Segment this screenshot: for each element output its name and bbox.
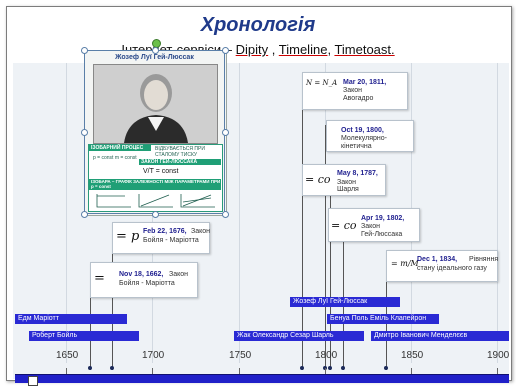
event-date: Mar 20, 1811, (343, 79, 387, 86)
lifespan-bar-boyle[interactable]: Роберт Бойль (29, 331, 139, 341)
axis-year-label: 1900 (487, 350, 510, 361)
event-desc: Закон (337, 179, 357, 186)
event-stem (302, 84, 303, 370)
service-link-timetoast[interactable]: Timetoast. (334, 42, 395, 57)
panel-graph-caption: ІЗОБАРА – ГРАФІК ЗАЛЕЖНОСТІ МІЖ ПАРАМЕТР… (89, 179, 221, 190)
event-marker[interactable] (384, 366, 388, 370)
portrait-name: Жозеф Луї Гей-Люссак (115, 54, 194, 61)
slide-title: Хронологія (200, 14, 316, 36)
portrait-image (93, 64, 218, 144)
event-formula: = co (305, 173, 331, 186)
axis-tick (152, 368, 153, 374)
event-desc: стану ідеального газу (417, 265, 487, 272)
event-stem (343, 210, 344, 370)
axis-tick (325, 368, 326, 374)
resize-handle-icon[interactable] (81, 47, 88, 54)
grid-line (66, 63, 67, 363)
event-card-mkt[interactable]: Oct 19, 1800, Молекулярно-кінетична (326, 120, 414, 152)
event-desc: Закон (169, 271, 189, 278)
event-desc: Гей-Люссака (361, 231, 403, 238)
event-card-charles[interactable]: = co May 8, 1787, Закон Шарля (302, 164, 386, 196)
slide-subtitle: Інтернет-сервіси – Dipity , Timeline, Ti… (0, 42, 516, 57)
event-formula: = co (331, 219, 357, 232)
axis-year-label: 1750 (229, 350, 252, 361)
axis-tick (239, 368, 240, 374)
event-card-boyle-1662[interactable]: = Nov 18, 1662, Закон Бойля - Маріотта (90, 262, 198, 298)
event-formula: N = N_A (306, 79, 338, 87)
event-stem (325, 125, 326, 370)
event-desc: Молекулярно-кінетична (341, 135, 387, 150)
event-stem (330, 170, 331, 370)
graph-icons (96, 194, 215, 208)
lifespan-bar-charles[interactable]: Жак Олександр Сезар Шарль (234, 331, 364, 341)
event-formula: = p (116, 229, 140, 244)
event-marker[interactable] (328, 366, 332, 370)
event-formula: = m/M (391, 259, 419, 268)
service-link-dipity[interactable]: Dipity (235, 42, 269, 57)
event-desc: Бойля - Маріотта (143, 237, 199, 244)
axis-year-label: 1850 (401, 350, 424, 361)
axis-year-label: 1700 (142, 350, 165, 361)
service-link-timeline[interactable]: Timeline (278, 42, 328, 57)
panel-note: ВІДБУВАЄТЬСЯ ПРИ СТАЛОМУ ТИСКУ (155, 146, 205, 158)
lifespan-bar-clapeyron[interactable]: Бенуа Поль Еміль Клапейрон (327, 314, 439, 324)
event-stem (386, 252, 387, 370)
event-desc: Закон (343, 87, 363, 94)
event-card-ideal-gas[interactable]: = m/M Dec 1, 1834, Рівняння стану ідеаль… (386, 250, 498, 282)
event-date: Nov 18, 1662, (119, 271, 164, 278)
event-desc: Бойля - Маріотта (119, 280, 175, 287)
resize-handle-icon[interactable] (152, 211, 159, 218)
event-formula: = (94, 271, 105, 286)
axis-tick (497, 368, 498, 374)
panel-conditions: p = const m = const (93, 155, 137, 161)
event-desc: Закон (361, 223, 381, 230)
grid-line (497, 63, 498, 363)
axis-year-label: 1650 (56, 350, 79, 361)
timeline-scroll-band[interactable] (15, 374, 509, 383)
resize-handle-icon[interactable] (81, 211, 88, 218)
axis-tick (411, 368, 412, 374)
event-marker[interactable] (88, 366, 92, 370)
portrait-icon (94, 65, 217, 143)
panel-header: ІЗОБАРНИЙ ПРОЦЕС (89, 145, 151, 151)
resize-handle-icon[interactable] (152, 47, 159, 54)
grid-line (239, 63, 240, 363)
event-date: Oct 19, 1800, (341, 127, 384, 134)
event-date: Apr 19, 1802, (361, 215, 405, 222)
event-desc: Авогадро (343, 95, 374, 102)
event-marker[interactable] (300, 366, 304, 370)
resize-handle-icon[interactable] (222, 211, 229, 218)
isobaric-panel: ІЗОБАРНИЙ ПРОЦЕС ВІДБУВАЄТЬСЯ ПРИ СТАЛОМ… (88, 144, 223, 212)
graph-icon (96, 194, 215, 208)
lifespan-bar-mariotte[interactable]: Едм Маріотт (15, 314, 127, 324)
event-date: Feb 22, 1676, (143, 228, 187, 235)
event-card-boyle-1676[interactable]: = p Feb 22, 1676, Закон Бойля - Маріотта (112, 222, 210, 254)
event-card-gaylussac[interactable]: = co Apr 19, 1802, Закон Гей-Люссака (328, 208, 420, 242)
event-marker[interactable] (110, 366, 114, 370)
event-desc: Закон (191, 228, 211, 235)
axis-year-label: 1800 (315, 350, 338, 361)
event-marker[interactable] (341, 366, 345, 370)
resize-handle-icon[interactable] (222, 129, 229, 136)
event-desc: Шарля (337, 186, 359, 193)
event-date: Dec 1, 1834, (417, 256, 458, 263)
panel-law: ЗАКОН ГЕЙ-ЛЮССАКА (139, 159, 221, 165)
event-desc: Рівняння (469, 256, 499, 263)
panel-formula: V/T = const (143, 168, 179, 175)
resize-handle-icon[interactable] (222, 47, 229, 54)
lifespan-bar-gaylussac[interactable]: Жозеф Луї Гей-Люссак (290, 297, 400, 307)
lifespan-bar-mendeleev[interactable]: Дмитро Іванович Менделєєв (371, 331, 509, 341)
selection-outline (84, 50, 225, 214)
event-card-avogadro[interactable]: N = N_A Mar 20, 1811, Закон Авогадро (302, 72, 408, 110)
axis-tick (66, 368, 67, 374)
separator: , (268, 42, 279, 57)
event-date: May 8, 1787, (337, 170, 378, 177)
resize-handle-icon[interactable] (81, 129, 88, 136)
